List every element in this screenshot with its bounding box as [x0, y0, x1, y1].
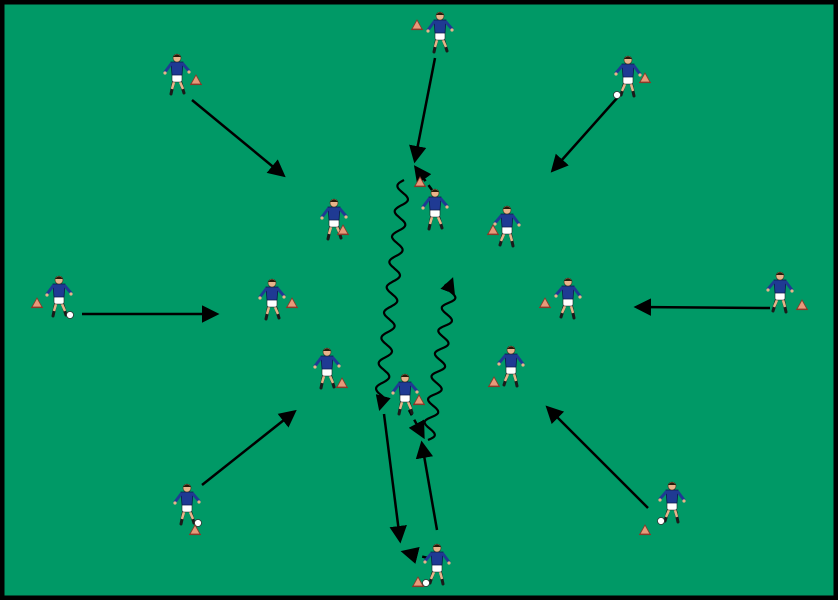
cone-icon	[336, 377, 348, 389]
arrow-dashed-bottom	[400, 546, 429, 564]
arrow-center-up	[415, 440, 439, 531]
cone-icon	[487, 224, 499, 236]
ball-icon	[66, 311, 74, 319]
dribble-arrows	[375, 179, 457, 442]
player-bottom-left	[173, 483, 202, 527]
player-inner-lower-center	[391, 373, 419, 416]
player-inner-left	[258, 278, 286, 321]
player-inner-lower-right	[497, 345, 525, 388]
cone-icon	[337, 224, 349, 236]
cone-icon	[796, 299, 808, 311]
cone-icon	[411, 19, 423, 31]
dribble-arrow-right	[423, 277, 457, 442]
arrow-top-right	[550, 96, 619, 173]
cone-icon	[190, 74, 202, 86]
arrow-center-down	[382, 413, 407, 544]
player-left	[45, 275, 74, 319]
cone-icon	[488, 376, 500, 388]
arrow-top-left	[191, 99, 286, 178]
player-inner-right	[554, 277, 582, 320]
player-right	[766, 271, 794, 314]
cone-icon	[639, 72, 651, 84]
player-bottom	[422, 543, 451, 587]
arrow-top	[409, 57, 437, 164]
cone-icon	[414, 176, 426, 188]
dribble-arrow-left	[375, 179, 409, 411]
player-inner-upper-right	[493, 205, 521, 248]
arrow-bottom-left	[201, 409, 297, 486]
ball-icon	[422, 579, 430, 587]
cone-icon	[413, 394, 425, 406]
player-inner-lower-left	[313, 347, 341, 390]
cone-icon	[412, 576, 424, 588]
player-top-right	[613, 55, 642, 99]
player-inner-upper-center	[421, 188, 449, 231]
player-bottom-right	[657, 481, 686, 525]
cone-icon	[31, 297, 43, 309]
ball-icon	[613, 91, 621, 99]
arrow-bottom-right	[545, 405, 649, 509]
arrow-dashed-upper	[413, 165, 434, 191]
arrow-right	[633, 298, 771, 316]
ball-icon	[194, 519, 202, 527]
ball-icon	[657, 517, 665, 525]
cones	[31, 19, 808, 588]
cone-icon	[539, 297, 551, 309]
player-top	[426, 11, 454, 54]
cone-icon	[286, 297, 298, 309]
player-top-left	[163, 53, 191, 96]
cone-icon	[189, 524, 201, 536]
cone-icon	[639, 524, 651, 536]
players	[45, 11, 794, 587]
